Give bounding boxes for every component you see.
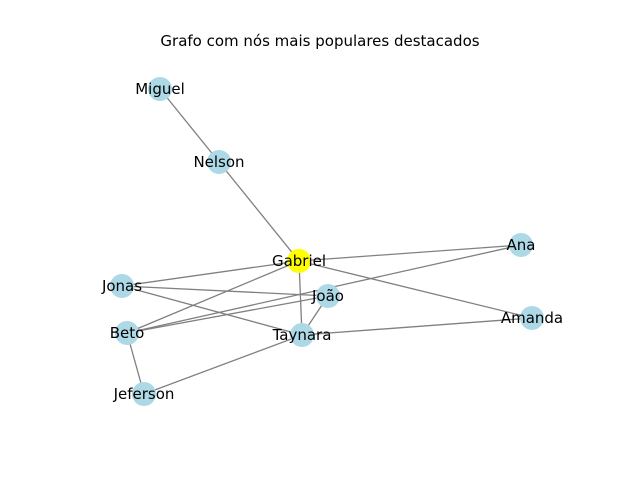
nodes-layer bbox=[110, 77, 544, 406]
edge-taynara-amanda bbox=[301, 317, 533, 336]
node-gabriel bbox=[287, 249, 311, 273]
edge-jonas-joao bbox=[121, 285, 329, 297]
edges-layer bbox=[121, 88, 533, 395]
node-ana bbox=[509, 233, 533, 257]
edge-beto-joao bbox=[126, 295, 329, 334]
node-taynara bbox=[290, 323, 314, 347]
node-label-beto: Beto bbox=[110, 324, 145, 342]
node-amanda bbox=[520, 306, 544, 330]
node-label-jonas: Jonas bbox=[101, 277, 142, 295]
node-nelson bbox=[207, 150, 231, 174]
node-miguel bbox=[148, 77, 172, 101]
edge-nelson-gabriel bbox=[218, 161, 300, 262]
edge-gabriel-ana bbox=[298, 244, 522, 262]
node-joao bbox=[316, 284, 340, 308]
edge-gabriel-beto bbox=[126, 260, 300, 334]
edge-gabriel-taynara bbox=[298, 260, 303, 336]
edge-miguel-nelson bbox=[159, 88, 220, 163]
node-label-joao: João bbox=[311, 287, 344, 305]
edge-gabriel-amanda bbox=[298, 260, 533, 319]
edge-taynara-jeferson bbox=[143, 334, 303, 395]
edge-jonas-taynara bbox=[121, 285, 303, 336]
graph-title: Grafo com nós mais populares destacados bbox=[160, 32, 480, 50]
node-beto bbox=[115, 321, 139, 345]
node-label-taynara: Taynara bbox=[272, 326, 332, 344]
node-jeferson bbox=[132, 382, 156, 406]
node-label-amanda: Amanda bbox=[501, 309, 563, 327]
edge-gabriel-jonas bbox=[121, 260, 300, 287]
node-label-miguel: Miguel bbox=[135, 80, 185, 98]
node-label-ana: Ana bbox=[507, 236, 536, 254]
node-jonas bbox=[110, 274, 134, 298]
node-label-jeferson: Jeferson bbox=[113, 385, 175, 403]
node-label-gabriel: Gabriel bbox=[272, 252, 326, 270]
node-label-nelson: Nelson bbox=[193, 153, 244, 171]
